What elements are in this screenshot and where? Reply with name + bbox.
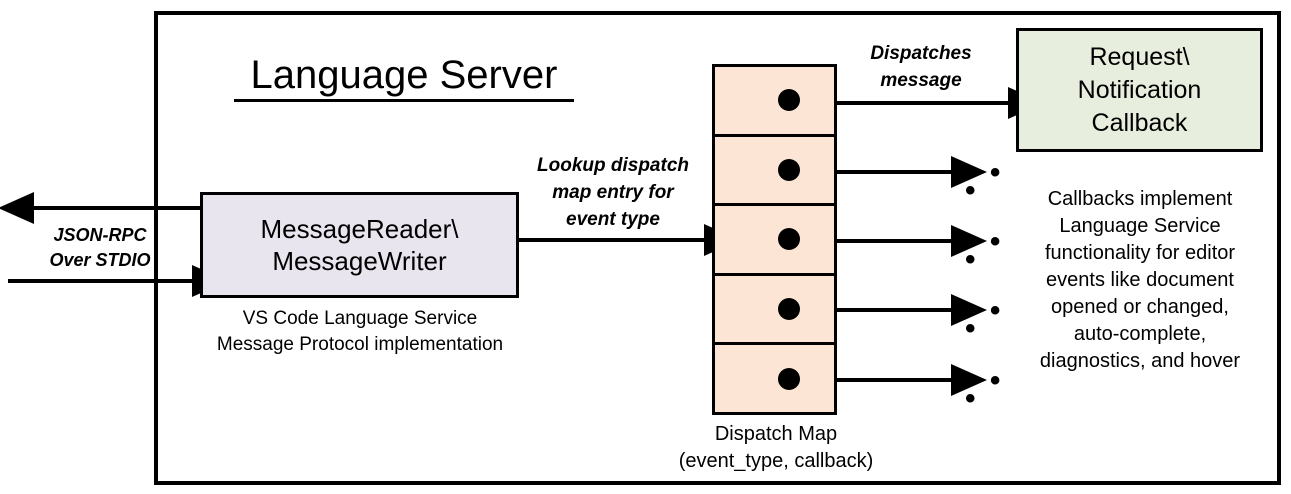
dispatch-entry-dot-icon	[778, 89, 800, 112]
ellipsis-row5: • • •	[965, 364, 1004, 415]
language-server-frame	[154, 11, 1281, 485]
dispatch-map-row[interactable]	[715, 276, 834, 346]
callback-caption-line-7: diagnostics, and hover	[1039, 350, 1241, 372]
jsonrpc-label-line1: JSON-RPC	[53, 225, 147, 245]
callback-box-line3: Callback	[1091, 108, 1188, 137]
callback-caption-line-5: opened or changed,	[1051, 296, 1229, 318]
mrw-caption-line1: VS Code Language Service	[242, 308, 478, 329]
callback-caption-line-4: events like document	[1046, 269, 1234, 291]
lookup-dispatch-edge-label: Lookup dispatch map entry for event type	[519, 152, 707, 233]
message-writer-label: MessageWriter	[272, 246, 447, 276]
callback-caption-line-2: Language Service	[1059, 215, 1221, 237]
callback-caption: Callbacks implement Language Service fun…	[1006, 186, 1274, 375]
dispatch-map-caption-line2: (event_type, callback)	[678, 450, 874, 472]
dispatch-map-row[interactable]	[715, 137, 834, 207]
dispatch-map-row[interactable]	[715, 67, 834, 137]
page-title: Language Server	[234, 52, 574, 102]
callback-box-line2: Notification	[1077, 75, 1202, 104]
lookup-label-line2: map entry for	[552, 182, 674, 203]
callback-caption-line-1: Callbacks implement	[1047, 188, 1233, 210]
jsonrpc-edge-label: JSON-RPC Over STDIO	[20, 223, 180, 273]
dispatches-message-edge-label: Dispatches message	[836, 40, 1006, 94]
lookup-label-line3: event type	[566, 209, 660, 230]
callback-caption-line-6: auto-complete,	[1073, 323, 1207, 345]
dispatch-map-caption: Dispatch Map (event_type, callback)	[648, 421, 904, 475]
lookup-label-line1: Lookup dispatch	[537, 155, 689, 176]
mrw-caption-line2: Message Protocol implementation	[216, 334, 504, 355]
dispatch-entry-dot-icon	[778, 298, 800, 321]
jsonrpc-label-line2: Over STDIO	[49, 250, 151, 270]
callback-caption-line-3: functionality for editor	[1044, 242, 1236, 264]
ellipsis-row2: • • •	[965, 156, 1004, 207]
dispatch-entry-dot-icon	[778, 228, 800, 251]
dispatch-msg-line2: message	[880, 70, 962, 91]
dispatch-map-caption-line1: Dispatch Map	[714, 423, 838, 445]
dispatch-msg-line1: Dispatches	[870, 43, 972, 64]
dispatch-map-table[interactable]	[712, 64, 837, 415]
dispatch-map-row[interactable]	[715, 206, 834, 276]
message-reader-writer-box[interactable]: MessageReader\ MessageWriter	[200, 192, 519, 298]
dispatch-map-row[interactable]	[715, 345, 834, 412]
callback-box-line1: Request\	[1089, 42, 1190, 71]
ellipsis-row4: • • •	[965, 294, 1004, 345]
dispatch-entry-dot-icon	[778, 158, 800, 181]
ellipsis-row3: • • •	[965, 225, 1004, 276]
dispatch-entry-dot-icon	[778, 367, 800, 390]
message-reader-writer-caption: VS Code Language Service Message Protoco…	[185, 306, 535, 358]
message-reader-label: MessageReader\	[260, 214, 459, 244]
request-notification-callback-box[interactable]: Request\ Notification Callback	[1016, 28, 1263, 152]
